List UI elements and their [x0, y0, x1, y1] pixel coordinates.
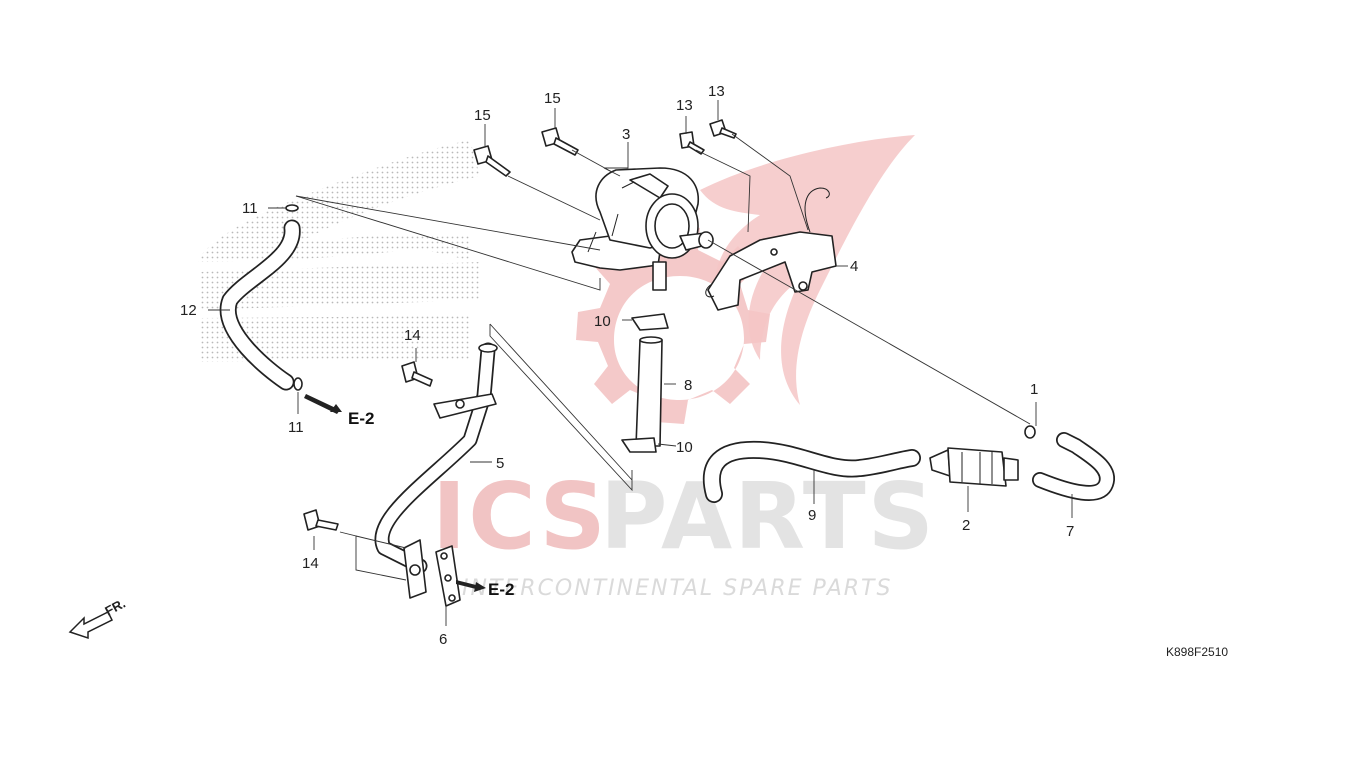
label-part-6: 6 [439, 631, 447, 648]
reed-valve-2 [929, 447, 1019, 487]
watermark: ICS PARTS INTERCONTINENTAL SPARE PARTS [198, 135, 936, 601]
watermark-brand-left: ICS [432, 463, 608, 570]
hose-8-end [639, 336, 663, 344]
bolt-13-right [709, 119, 737, 139]
front-arrow-icon [68, 610, 114, 640]
label-part-1: 1 [1030, 381, 1038, 398]
part-labels: 15 15 3 13 13 4 11 12 11 14 10 8 10 5 14… [102, 83, 1228, 659]
reference-e2-lower[interactable]: E-2 [488, 580, 514, 599]
bracket [705, 187, 837, 311]
label-part-12: 12 [180, 302, 197, 319]
dotted-wing-mark [198, 140, 480, 262]
label-part-10: 10 [676, 439, 693, 456]
label-part-3: 3 [622, 126, 630, 143]
bolt-14-upper [401, 361, 433, 387]
hose-7-inner [1033, 433, 1114, 500]
bolt-14-lower [303, 509, 339, 531]
diagram-code: K898F2510 [1166, 645, 1228, 659]
clip-10-upper [631, 313, 669, 331]
clip-1 [1024, 425, 1036, 439]
bolt-15-left [473, 145, 511, 177]
label-part-13: 13 [708, 83, 725, 100]
label-part-15: 15 [474, 107, 491, 124]
label-part-7: 7 [1066, 523, 1074, 540]
hose-8 [635, 339, 663, 447]
ref-arrow-upper [304, 394, 342, 414]
clip-11-upper [285, 204, 299, 212]
parts-layer [68, 100, 1115, 640]
pipe-5 [374, 342, 498, 574]
label-part-13: 13 [676, 97, 693, 114]
bolt-13-left [679, 131, 705, 155]
label-part-11: 11 [242, 200, 258, 217]
ref-arrow-lower [456, 580, 486, 592]
hose-9-inner [704, 442, 920, 502]
label-part-9: 9 [808, 507, 816, 524]
label-part-4: 4 [850, 258, 858, 275]
bolt-15-center [541, 127, 579, 156]
label-part-8: 8 [684, 377, 692, 394]
dotted-wordmark [200, 316, 470, 362]
clip-10-lower [621, 437, 657, 453]
gasket-6 [403, 539, 461, 607]
watermark-tagline: INTERCONTINENTAL SPARE PARTS [462, 576, 892, 601]
label-part-14: 14 [404, 327, 421, 344]
watermark-brand-right: PARTS [600, 463, 936, 570]
clip-11-lower [293, 377, 303, 391]
leader-lines [208, 100, 1073, 626]
label-part-10: 10 [594, 313, 611, 330]
label-part-5: 5 [496, 455, 504, 472]
label-part-14: 14 [302, 555, 319, 572]
label-part-11: 11 [288, 419, 304, 436]
label-part-2: 2 [962, 517, 970, 534]
control-valve [571, 167, 714, 291]
hose-12-inner [221, 221, 299, 389]
reference-e2-upper[interactable]: E-2 [348, 409, 374, 428]
label-part-15: 15 [544, 90, 561, 107]
